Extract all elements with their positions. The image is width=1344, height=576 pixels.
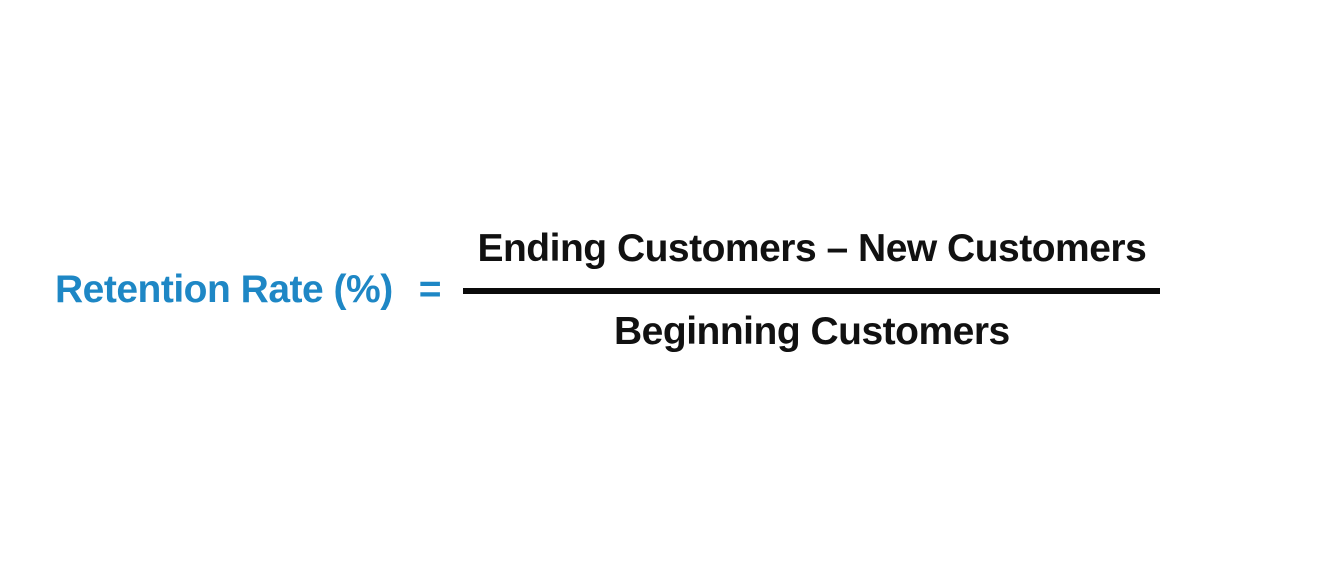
fraction: Ending Customers – New Customers Beginni… [463,226,1161,354]
formula-row: Retention Rate (%) = Ending Customers – … [55,226,1161,354]
equals-sign: = [418,268,442,311]
fraction-numerator: Ending Customers – New Customers [477,226,1147,270]
fraction-bar [463,287,1161,294]
fraction-denominator: Beginning Customers [614,309,1010,353]
formula-lhs-label: Retention Rate (%) [55,268,393,311]
